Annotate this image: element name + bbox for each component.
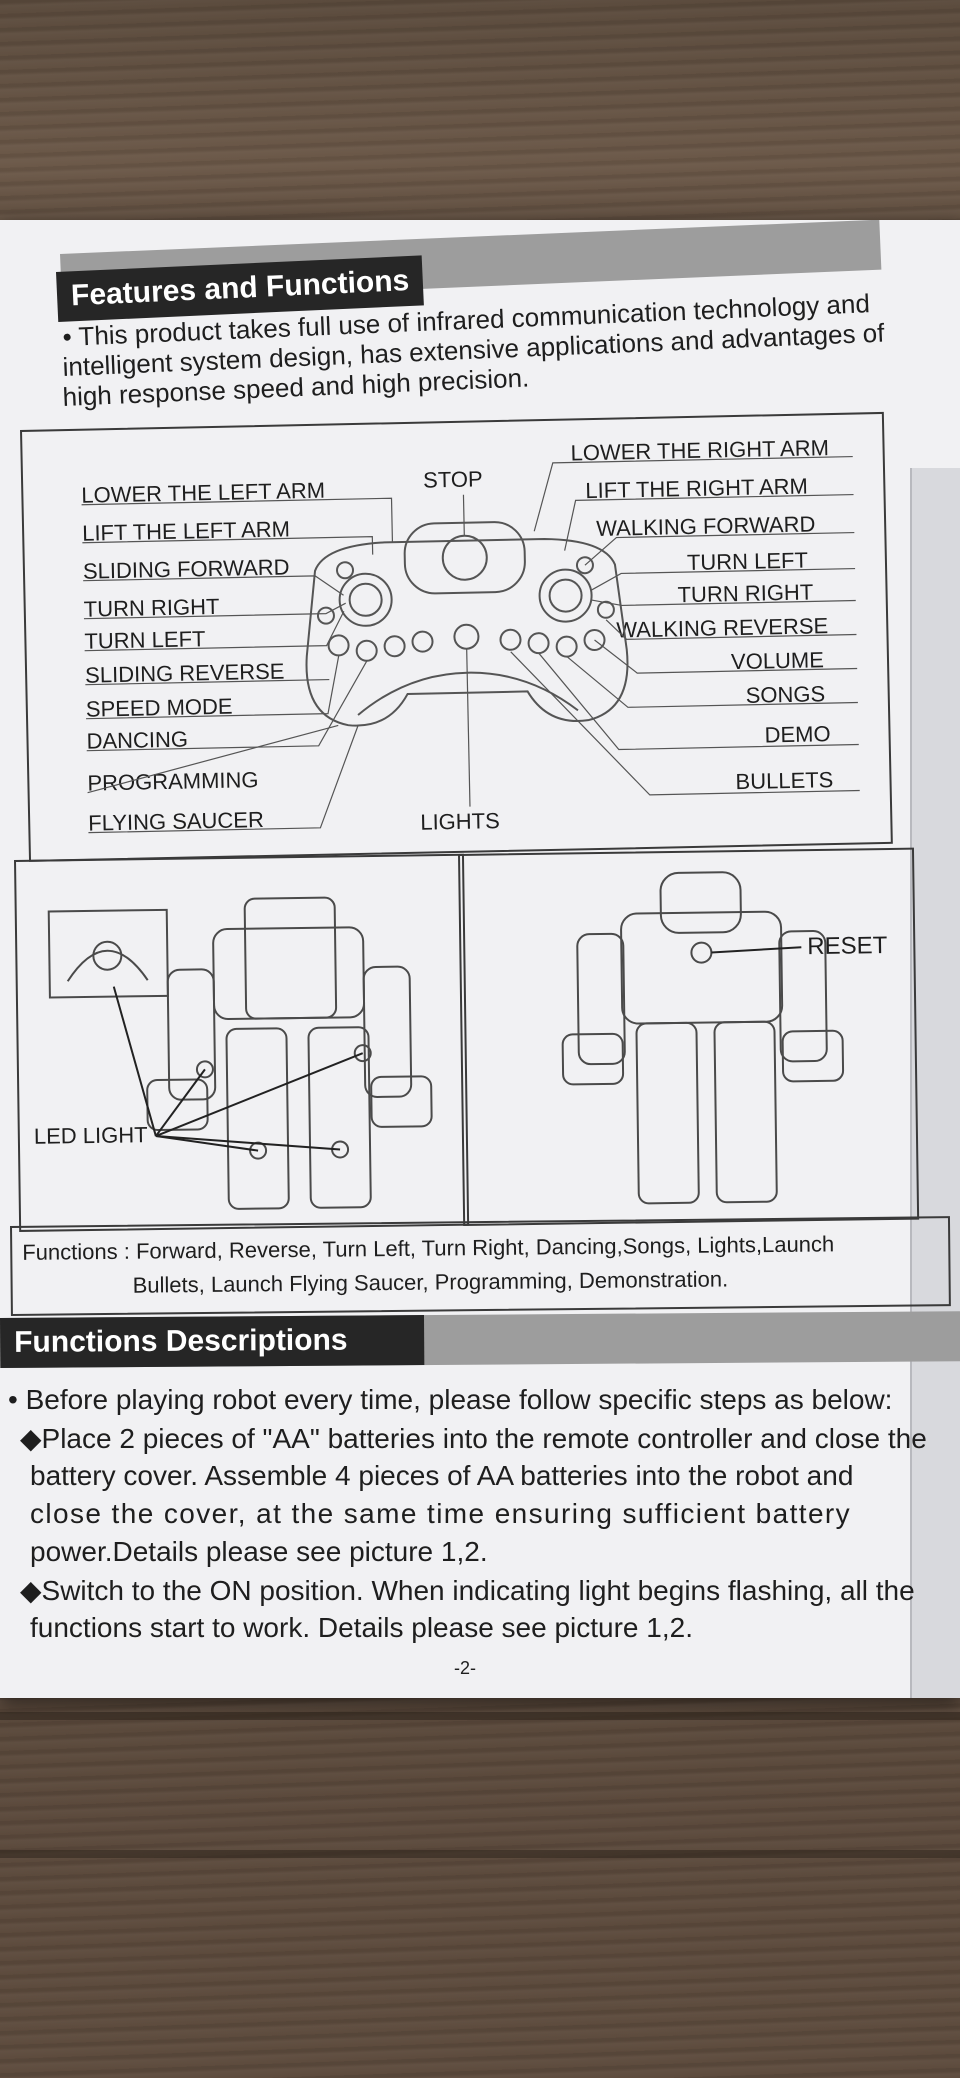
description-line: ◆Place 2 pieces of "AA" batteries into t…: [20, 1423, 927, 1454]
robot-front-panel: LED LIGHT: [14, 853, 470, 1232]
button: [327, 634, 350, 657]
button: [499, 628, 522, 651]
descriptions-heading: Functions Descriptions: [0, 1315, 425, 1368]
descriptions-body: • Before playing robot every time, pleas…: [8, 1384, 958, 1684]
robot-back-panel: RESET: [458, 847, 920, 1226]
button: [527, 632, 550, 655]
robot-left-leg: [225, 1027, 290, 1210]
description-line: functions start to work. Details please …: [30, 1612, 693, 1643]
robot-torso: [243, 896, 338, 1020]
button: [336, 561, 355, 580]
reset-button: [690, 941, 713, 964]
manual-page: Features and Functions • This product ta…: [0, 220, 960, 1698]
next-page-edge: [910, 468, 960, 1698]
button: [575, 556, 594, 575]
robot-head-inset: [47, 908, 169, 999]
button: [355, 639, 378, 662]
button: [596, 600, 615, 619]
led-light-label: LED LIGHT: [33, 1122, 148, 1149]
stop-button: [441, 534, 488, 581]
description-line: close the cover, at the same time ensuri…: [30, 1498, 852, 1529]
description-line: power.Details please see picture 1,2.: [30, 1536, 488, 1567]
functions-summary-box: Functions : Forward, Reverse, Turn Left,…: [10, 1216, 951, 1316]
robot-back-drawing: [561, 871, 845, 1205]
reset-label: RESET: [807, 932, 888, 961]
controller-diagram-panel: LOWER THE LEFT ARM LIFT THE LEFT ARM SLI…: [20, 411, 893, 862]
robot-back-head: [659, 871, 742, 934]
lights-button: [453, 623, 480, 650]
robot-back-torso: [620, 910, 784, 1025]
functions-line: Functions : Forward, Reverse, Turn Left,…: [22, 1231, 835, 1265]
button: [411, 630, 434, 653]
button: [316, 606, 335, 625]
button: [583, 629, 606, 652]
robot-right-leg: [307, 1026, 372, 1209]
description-line: battery cover. Assemble 4 pieces of AA b…: [30, 1460, 854, 1491]
right-joystick: [538, 568, 593, 623]
description-line: • Before playing robot every time, pleas…: [8, 1384, 893, 1415]
button: [555, 635, 578, 658]
left-joystick: [338, 572, 393, 627]
button: [383, 635, 406, 658]
description-line: ◆Switch to the ON position. When indicat…: [20, 1575, 915, 1606]
remote-controller-drawing: [81, 455, 860, 834]
wood-plank-seam: [0, 1850, 960, 1858]
wood-plank-seam: [0, 1712, 960, 1720]
functions-line: Bullets, Launch Flying Saucer, Programmi…: [132, 1266, 729, 1298]
robot-front-drawing: [47, 896, 433, 1210]
controller-body: [305, 538, 629, 727]
page-number: -2-: [454, 1658, 476, 1678]
